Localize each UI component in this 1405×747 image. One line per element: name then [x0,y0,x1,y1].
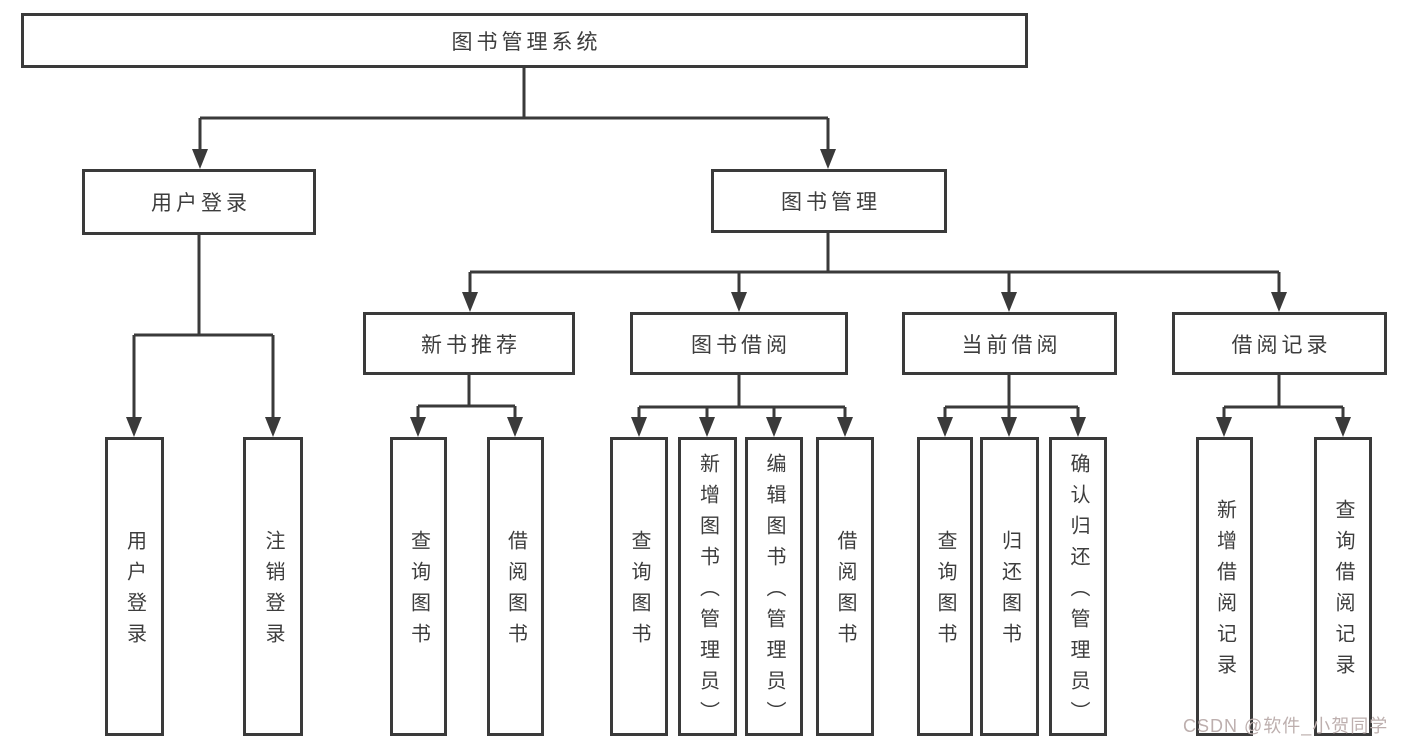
node-book-borrowing: 图书借阅 [630,312,848,375]
arrowhead [1001,417,1017,437]
node-label: 查询图书 [934,530,956,654]
arrowhead [837,417,853,437]
node-new-book-recommend: 新书推荐 [363,312,575,375]
edge-user-login-trunk [134,235,273,337]
arrowhead [265,417,281,437]
edge-borrow-records-trunk [1224,375,1343,409]
node-label: 借阅记录 [1231,333,1332,357]
node-label: 借阅图书 [504,530,527,654]
node-label: 编辑图书（管理员） [763,452,785,732]
arrowhead [820,149,836,169]
node-label: 归还图书 [998,530,1021,654]
leaf-borrow-books: 借阅图书 [487,437,544,736]
arrowhead [699,417,715,437]
node-current-borrowing: 当前借阅 [902,312,1117,375]
leaf-query-books: 查询图书 [390,437,447,736]
node-label: 确认归还（管理员） [1067,452,1089,732]
leaf-user-login: 用户登录 [105,437,164,736]
node-label: 借阅图书 [834,530,856,654]
node-label: 查询图书 [628,530,650,654]
node-book-management: 图书管理 [711,169,947,233]
node-label: 用户登录 [151,192,251,215]
arrowhead [126,417,142,437]
node-label: 当前借阅 [961,333,1062,357]
leaf-query-books: 查询图书 [917,437,973,736]
node-label: 新增借阅记录 [1213,499,1236,685]
arrowhead [631,417,647,437]
node-label: 图书借阅 [691,333,791,357]
node-label: 图书管理 [781,191,881,214]
arrowhead [1070,417,1086,437]
edge-root-trunk [200,68,828,120]
node-label: 图书管理系统 [451,30,602,54]
arrowhead [462,292,478,312]
arrowhead [1216,417,1232,437]
leaf-borrow-books: 借阅图书 [816,437,874,736]
edge-book-mgmt-trunk [470,233,1279,274]
leaf-logout: 注销登录 [243,437,303,736]
arrowhead [731,292,747,312]
leaf-edit-books-admin: 编辑图书（管理员） [745,437,803,736]
watermark-text: CSDN @软件_小贺同学 [1183,716,1389,736]
edge-book-borrow-trunk [639,375,845,409]
leaf-query-borrow-record: 查询借阅记录 [1314,437,1372,736]
leaf-query-books: 查询图书 [610,437,668,736]
node-label: 查询借阅记录 [1332,499,1354,685]
edge-new-books-trunk [418,375,515,408]
arrowhead [410,417,426,437]
arrowhead [1335,417,1351,437]
node-label: 注销登录 [262,530,284,654]
arrowhead [1271,292,1287,312]
node-label: 新增图书（管理员） [696,452,719,732]
node-user-login: 用户登录 [82,169,316,235]
node-label: 查询图书 [407,530,430,654]
arrowhead [766,417,782,437]
leaf-add-borrow-record: 新增借阅记录 [1196,437,1253,736]
arrowhead [192,149,208,169]
arrowhead [507,417,523,437]
node-label: 新书推荐 [421,333,521,357]
arrowhead [1001,292,1017,312]
leaf-confirm-return-admin: 确认归还（管理员） [1049,437,1107,736]
leaf-return-books: 归还图书 [980,437,1039,736]
node-borrow-records: 借阅记录 [1172,312,1387,375]
arrowhead [937,417,953,437]
leaf-add-books-admin: 新增图书（管理员） [678,437,737,736]
node-label: 用户登录 [123,530,146,654]
node-library-management-system: 图书管理系统 [21,13,1028,68]
edge-current-borrow-trunk [945,375,1078,409]
